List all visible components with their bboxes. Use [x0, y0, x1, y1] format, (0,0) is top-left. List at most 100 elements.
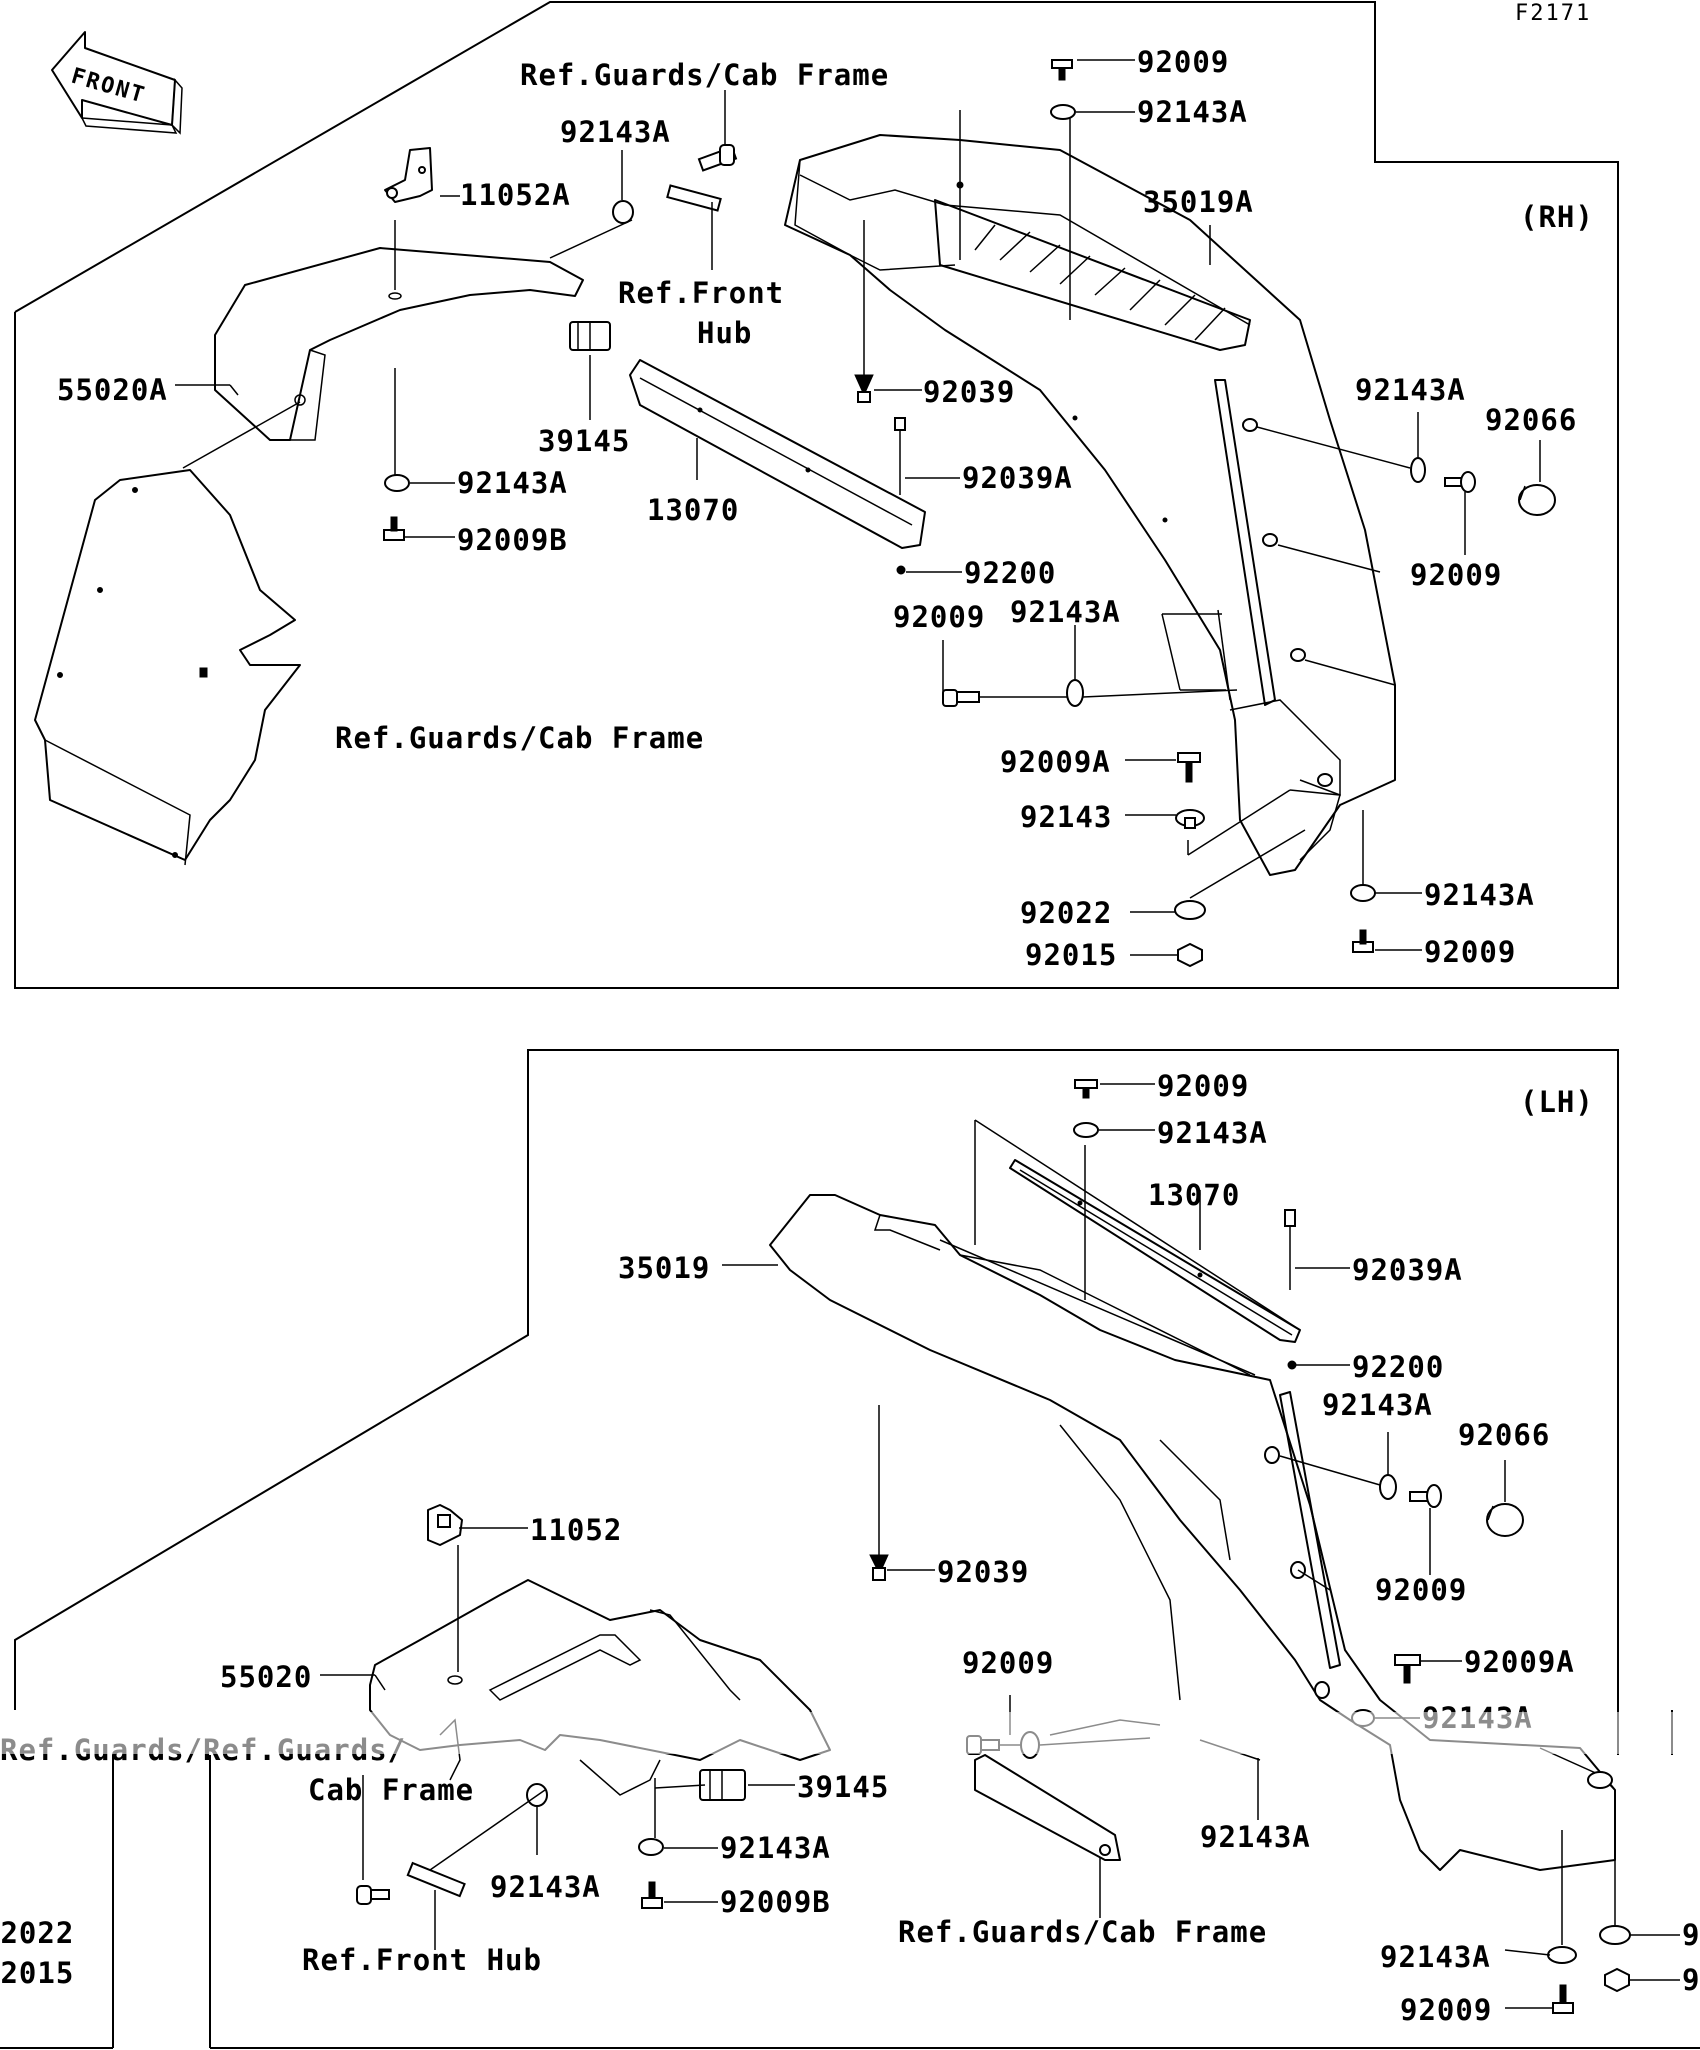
rh-ref-front-hub-2: Hub	[697, 316, 752, 350]
rh-side-label: (RH)	[1520, 200, 1594, 234]
lh-label-92143a-low: 92143A	[1380, 1940, 1491, 1974]
lh-washer-92143a-r-icon	[1379, 1474, 1397, 1500]
lh-label-92039: 92039	[937, 1555, 1029, 1589]
rh-label-92143a-m: 92143A	[1010, 595, 1121, 629]
lh-92200-icon	[1287, 1360, 1297, 1370]
lh-label-92143a-r: 92143A	[1322, 1388, 1433, 1422]
scan-gap	[0, 1712, 1700, 1754]
lh-washer-92143a-c-icon	[638, 1838, 664, 1856]
lh-nut-cut-icon	[1604, 1967, 1630, 1993]
rh-nut-92015-icon	[1177, 942, 1203, 968]
rh-bolt-ref-guards-icon	[697, 144, 738, 172]
lh-panel: (LH)	[0, 1049, 1700, 2049]
lh-label-92022-cut: 92022	[0, 1916, 74, 1950]
rh-label-35019a: 35019A	[1143, 185, 1254, 219]
lh-rivet-92039a-icon	[1284, 1209, 1296, 1290]
lh-ref-guards-bottom: Ref.Guards/Cab Frame	[898, 1915, 1267, 1949]
rh-label-39145: 39145	[538, 424, 630, 458]
lh-guard-55020	[369, 1579, 831, 1796]
rh-washer-92143a-m-icon	[1066, 679, 1084, 707]
rh-washer-92143a-low-icon	[1350, 884, 1376, 902]
lh-fender-35019	[769, 1194, 1616, 1871]
rh-label-92143a-b: 92143A	[457, 466, 568, 500]
rh-bolt-92009a-icon	[1177, 752, 1201, 783]
lh-ref-front-hub: Ref.Front Hub	[302, 1943, 542, 1977]
lh-cap-92066-icon	[1486, 1503, 1524, 1537]
rh-label-92143a-a: 92143A	[560, 115, 671, 149]
rh-label-92143a-r: 92143A	[1355, 373, 1466, 407]
rh-label-92143a-top: 92143A	[1137, 95, 1248, 129]
rh-label-92009b: 92009B	[457, 523, 568, 557]
lh-rivet-92039-icon	[869, 1554, 889, 1581]
rh-clip-39145	[569, 321, 611, 351]
rh-frame	[14, 1, 1619, 989]
front-arrow-icon: FRONT	[51, 31, 183, 135]
rh-bolt-92009-r-icon	[1444, 471, 1476, 493]
lh-strap-ref-front-hub-icon	[406, 1861, 466, 1898]
rh-label-92009-m: 92009	[893, 600, 985, 634]
lh-label-11052: 11052	[530, 1513, 622, 1547]
lh-rail-13070	[1009, 1159, 1301, 1343]
lh-label-92009-top: 92009	[1157, 1069, 1249, 1103]
lh-bolt-92009-top-icon	[1074, 1079, 1098, 1099]
rh-bolt-92009-top-icon	[1051, 59, 1073, 81]
rh-rivet-92039a-icon	[894, 417, 906, 495]
rh-fender-35019a	[784, 134, 1396, 876]
lh-label-92009-low: 92009	[1400, 1993, 1492, 2027]
lh-frame	[14, 1049, 1619, 1710]
rh-label-92143a-low: 92143A	[1424, 878, 1535, 912]
lh-bolt-ref-front-hub-icon	[356, 1885, 390, 1905]
rh-label-92039: 92039	[923, 375, 1015, 409]
rh-label-55020a: 55020A	[57, 373, 168, 407]
rh-label-92015: 92015	[1025, 938, 1117, 972]
front-arrow-label: FRONT	[68, 64, 148, 109]
rh-label-92200: 92200	[964, 556, 1056, 590]
figure-code: F2171	[1515, 1, 1591, 26]
rh-bolt-92009-low-icon	[1352, 929, 1374, 953]
lh-side-label: (LH)	[1520, 1085, 1594, 1119]
lh-label-92009b: 92009B	[720, 1885, 831, 1919]
lh-washer-92143a-low-icon	[1547, 1946, 1577, 1964]
lh-washer-92143a-top-icon	[1073, 1122, 1099, 1138]
lh-label-cut-9a: 9	[1682, 1918, 1700, 1952]
rh-bolt-92009-m-icon	[942, 689, 980, 707]
lh-label-92015-cut: 92015	[0, 1956, 74, 1990]
lh-label-cut-9b: 9	[1682, 1963, 1700, 1997]
rh-leaders	[175, 59, 1541, 956]
lh-label-13070: 13070	[1148, 1178, 1240, 1212]
lh-bolt-92009-r-icon	[1409, 1484, 1442, 1508]
rh-label-92039a: 92039A	[962, 461, 1073, 495]
rh-washer-92143a-r-icon	[1410, 457, 1426, 483]
rh-rivet-92039-icon	[854, 374, 874, 403]
rh-label-92009-low: 92009	[1424, 935, 1516, 969]
rh-strap-ref-front-hub-icon	[666, 184, 722, 212]
lh-clip-39145	[699, 1769, 746, 1801]
lh-label-92143a-m: 92143A	[1200, 1820, 1311, 1854]
rh-guard-55020a	[214, 247, 584, 441]
lh-washer-92143a-low2-icon	[1599, 1925, 1631, 1945]
rh-washer-92143a-top-icon	[1050, 104, 1076, 120]
rh-ref-front-hub-1: Ref.Front	[618, 276, 784, 310]
rh-panel: (RH)	[14, 1, 1619, 989]
lh-label-39145: 39145	[797, 1770, 889, 1804]
lh-label-92066: 92066	[1458, 1418, 1550, 1452]
rh-washer-92022-icon	[1174, 900, 1206, 920]
rh-label-92143: 92143	[1020, 800, 1112, 834]
lh-cab-frame: Cab Frame	[308, 1773, 474, 1807]
lh-bolt-92009a-icon	[1394, 1654, 1421, 1684]
rh-bracket-11052a	[384, 147, 433, 203]
rh-label-11052a: 11052A	[460, 178, 571, 212]
rh-bolt-92009b-icon	[383, 516, 405, 541]
lh-label-35019: 35019	[618, 1251, 710, 1285]
lh-label-92009-r: 92009	[1375, 1573, 1467, 1607]
lh-bolt-92009b-icon	[641, 1881, 663, 1909]
rh-label-92009a: 92009A	[1000, 745, 1111, 779]
lh-label-92143a-top: 92143A	[1157, 1116, 1268, 1150]
rh-washer-92143a-b-icon	[384, 474, 410, 492]
rh-ref-guards-mid: Ref.Guards/Cab Frame	[335, 721, 704, 755]
rh-label-92009-top: 92009	[1137, 45, 1229, 79]
rh-ref-guards-top: Ref.Guards/Cab Frame	[520, 58, 889, 92]
rh-label-92022: 92022	[1020, 896, 1112, 930]
lh-label-92143a-c: 92143A	[720, 1831, 831, 1865]
